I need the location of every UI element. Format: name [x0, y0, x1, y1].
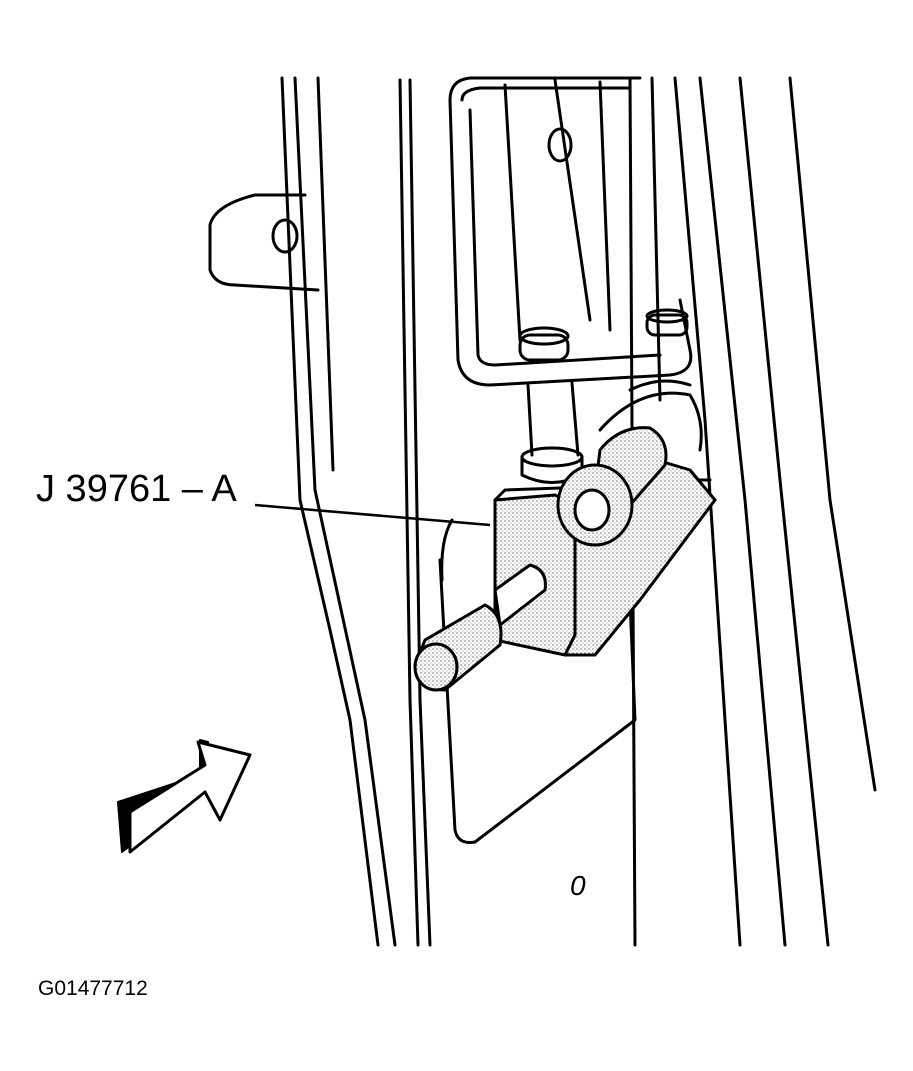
upper-hinge-bracket [448, 76, 693, 387]
lower-door-panel [438, 518, 637, 844]
callout-leader-line [254, 503, 491, 527]
door-frame-left [280, 76, 432, 947]
tool-roller [556, 426, 668, 547]
view-direction-arrow-icon [117, 739, 252, 854]
figure-id: G01477712 [38, 977, 148, 1000]
tool-bolt [413, 563, 547, 692]
striker-tab [208, 193, 320, 292]
part-mark: 0 [570, 870, 586, 901]
hinge-pin [520, 381, 584, 484]
tool-callout-label: J 39761 – A [36, 468, 237, 510]
door-frame-right [628, 76, 877, 947]
